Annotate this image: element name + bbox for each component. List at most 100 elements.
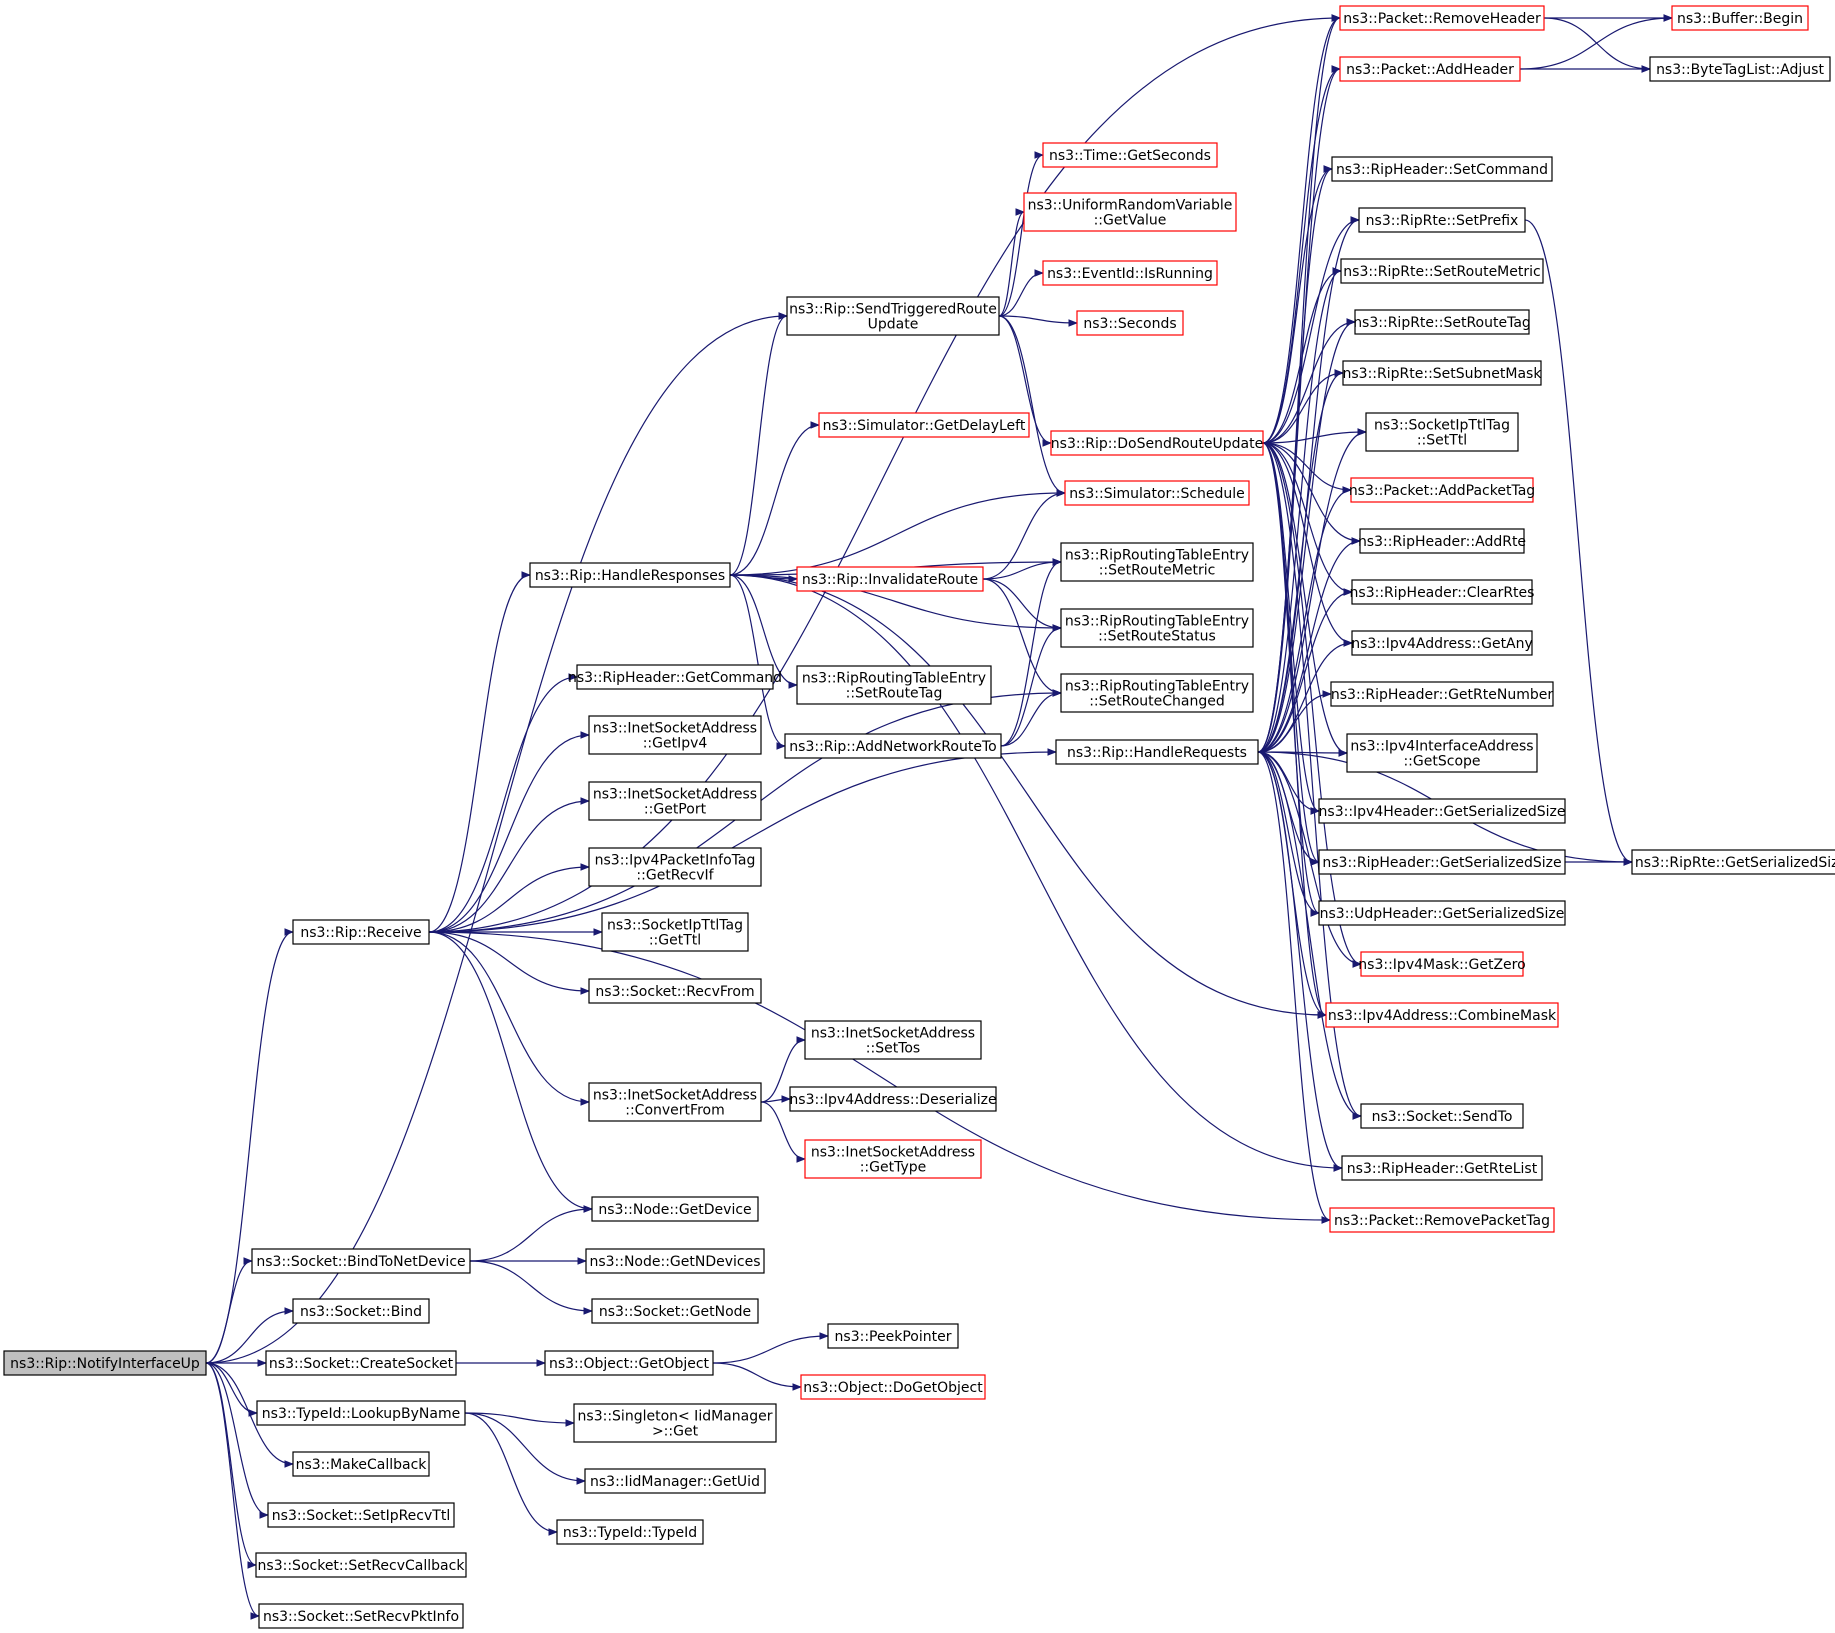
function-node[interactable]: ns3::InetSocketAddress::GetPort: [588, 781, 762, 821]
node-box: [251, 1248, 471, 1274]
function-node[interactable]: ns3::Simulator::Schedule: [1064, 480, 1250, 506]
node-label: ns3::SocketIpTtlTag: [1374, 418, 1510, 434]
function-node[interactable]: ns3::UdpHeader::GetSerializedSize: [1318, 900, 1566, 926]
function-node[interactable]: ns3::RipRoutingTableEntry::SetRouteStatu…: [1060, 608, 1254, 648]
function-node[interactable]: ns3::Socket::SendTo: [1360, 1103, 1524, 1129]
node-box: [1649, 56, 1831, 82]
call-edge-n21-n25: [428, 931, 590, 1106]
node-label: ns3::ByteTagList::Adjust: [1656, 62, 1824, 78]
function-node[interactable]: ns3::RipHeader::GetCommand: [568, 664, 782, 690]
function-node[interactable]: ns3::Rip::NotifyInterfaceUp: [3, 1350, 207, 1376]
call-edge-n7-n57: [1262, 442, 1353, 596]
function-node[interactable]: ns3::ByteTagList::Adjust: [1649, 56, 1831, 82]
node-box: [588, 1082, 762, 1122]
node-label: ::SetRouteMetric: [1099, 563, 1216, 579]
function-node[interactable]: ns3::Ipv4Header::GetSerializedSize: [1318, 798, 1566, 824]
node-label: ns3::InetSocketAddress: [811, 1026, 975, 1042]
function-node[interactable]: ns3::UniformRandomVariable::GetValue: [1023, 192, 1237, 232]
function-node[interactable]: ns3::RipHeader::SetCommand: [1331, 156, 1553, 182]
function-node[interactable]: ns3::InetSocketAddress::ConvertFrom: [588, 1082, 762, 1122]
node-label: ns3::Rip::HandleResponses: [535, 568, 725, 584]
function-node[interactable]: ns3::Rip::HandleResponses: [529, 562, 731, 588]
call-edge-n25-n24: [760, 1036, 806, 1103]
function-node[interactable]: ns3::TypeId::TypeId: [556, 1519, 704, 1545]
node-box: [1359, 528, 1525, 554]
function-node[interactable]: ns3::Socket::SetRecvPktInfo: [258, 1603, 464, 1629]
function-node[interactable]: ns3::RipHeader::AddRte: [1358, 528, 1526, 554]
function-node[interactable]: ns3::Ipv4InterfaceAddress::GetScope: [1346, 733, 1538, 773]
function-node[interactable]: ns3::Ipv4PacketInfoTag::GetRecvIf: [588, 847, 762, 887]
function-node[interactable]: ns3::Socket::SetRecvCallback: [255, 1552, 467, 1578]
call-edge-n21-n19: [428, 797, 590, 933]
function-node[interactable]: ns3::Node::GetNDevices: [585, 1248, 765, 1274]
function-node[interactable]: ns3::Singleton< IidManager >::Get: [573, 1403, 777, 1443]
function-node[interactable]: ns3::Socket::BindToNetDevice: [251, 1248, 471, 1274]
function-node[interactable]: ns3::Node::GetDevice: [591, 1196, 759, 1222]
node-label: ns3::InetSocketAddress: [593, 787, 757, 803]
function-node[interactable]: ns3::InetSocketAddress::GetIpv4: [588, 715, 762, 755]
function-node[interactable]: ns3::Packet::AddPacketTag: [1349, 477, 1535, 503]
function-node[interactable]: ns3::Socket::CreateSocket: [265, 1350, 457, 1376]
function-node[interactable]: ns3::Socket::RecvFrom: [588, 978, 762, 1004]
function-node[interactable]: ns3::RipRoutingTableEntry::SetRouteMetri…: [1060, 542, 1254, 582]
function-node[interactable]: ns3::Seconds: [1076, 310, 1184, 336]
function-node[interactable]: ns3::Time::GetSeconds: [1042, 142, 1218, 168]
function-node[interactable]: ns3::RipHeader::ClearRtes: [1350, 579, 1535, 605]
function-node[interactable]: ns3::RipHeader::GetRteNumber: [1330, 681, 1554, 707]
function-node[interactable]: ns3::SocketIpTtlTag::SetTtl: [1365, 412, 1519, 452]
function-node[interactable]: ns3::MakeCallback: [292, 1451, 430, 1477]
function-node[interactable]: ns3::Simulator::GetDelayLeft: [818, 412, 1030, 438]
call-edge-n17-n56: [1257, 537, 1361, 753]
function-node[interactable]: ns3::InetSocketAddress::GetType: [804, 1139, 982, 1179]
function-node[interactable]: ns3::TypeId::LookupByName: [256, 1400, 466, 1426]
function-node[interactable]: ns3::Object::DoGetObject: [800, 1374, 986, 1400]
function-node[interactable]: ns3::RipRoutingTableEntry::SetRouteTag: [796, 665, 992, 705]
function-node[interactable]: ns3::Rip::HandleRequests: [1055, 739, 1259, 765]
function-node[interactable]: ns3::RipRte::SetSubnetMask: [1342, 360, 1543, 386]
function-node[interactable]: ns3::RipHeader::GetRteList: [1341, 1155, 1543, 1181]
node-label: ns3::Ipv4Address::CombineMask: [1328, 1008, 1557, 1024]
function-node[interactable]: ns3::SocketIpTtlTag::GetTtl: [601, 912, 749, 952]
function-node[interactable]: ns3::Ipv4Address::GetAny: [1351, 630, 1533, 656]
function-node[interactable]: ns3::Ipv4Mask::GetZero: [1358, 951, 1526, 977]
function-node[interactable]: ns3::Ipv4Address::CombineMask: [1325, 1002, 1559, 1028]
call-edge-n21-n23: [428, 931, 590, 995]
node-box: [1339, 56, 1521, 82]
node-box: [601, 912, 749, 952]
function-node[interactable]: ns3::RipHeader::GetSerializedSize: [1318, 849, 1566, 875]
call-edge-n10-n12: [982, 578, 1062, 632]
node-label: ns3::Singleton< IidManager: [578, 1409, 773, 1425]
function-node[interactable]: ns3::EventId::IsRunning: [1042, 260, 1218, 286]
function-node[interactable]: ns3::Object::GetObject: [544, 1350, 714, 1376]
function-node[interactable]: ns3::Rip::InvalidateRoute: [796, 566, 984, 592]
function-node[interactable]: ns3::Packet::RemoveHeader: [1339, 5, 1545, 31]
node-label: ns3::Time::GetSeconds: [1049, 148, 1211, 164]
function-node[interactable]: ns3::PeekPointer: [827, 1323, 959, 1349]
function-node[interactable]: ns3::Rip::DoSendRouteUpdate: [1050, 430, 1264, 456]
call-edge-n17-n64: [1257, 751, 1320, 917]
call-edge-n1-n5: [998, 315, 1078, 327]
function-node[interactable]: ns3::RipRte::SetPrefix: [1358, 207, 1526, 233]
function-node[interactable]: ns3::RipRte::SetRouteMetric: [1340, 258, 1544, 284]
function-node[interactable]: ns3::Packet::AddHeader: [1339, 56, 1521, 82]
function-node[interactable]: ns3::RipRte::SetRouteTag: [1353, 309, 1531, 335]
function-node[interactable]: ns3::Ipv4Address::Deserialize: [789, 1086, 997, 1112]
node-box: [267, 1502, 455, 1528]
node-box: [588, 978, 762, 1004]
call-edge-n17-n54: [1257, 428, 1367, 753]
function-node[interactable]: ns3::InetSocketAddress::SetTos: [804, 1020, 982, 1060]
node-label: ns3::RipRoutingTableEntry: [802, 671, 986, 687]
function-node[interactable]: ns3::Socket::GetNode: [591, 1298, 759, 1324]
node-box: [796, 566, 984, 592]
function-node[interactable]: ns3::IidManager::GetUid: [584, 1468, 766, 1494]
function-node[interactable]: ns3::Rip::AddNetworkRouteTo: [784, 733, 1002, 759]
function-node[interactable]: ns3::Socket::SetIpRecvTtl: [267, 1502, 455, 1528]
function-node[interactable]: ns3::RipRoutingTableEntry::SetRouteChang…: [1060, 673, 1254, 713]
function-node[interactable]: ns3::RipRte::GetSerializedSize: [1631, 849, 1835, 875]
function-node[interactable]: ns3::Rip::Receive: [292, 919, 430, 945]
function-node[interactable]: ns3::Buffer::Begin: [1671, 5, 1809, 31]
function-node[interactable]: ns3::Socket::Bind: [292, 1298, 430, 1324]
function-node[interactable]: ns3::Packet::RemovePacketTag: [1329, 1207, 1555, 1233]
node-box: [256, 1400, 466, 1426]
